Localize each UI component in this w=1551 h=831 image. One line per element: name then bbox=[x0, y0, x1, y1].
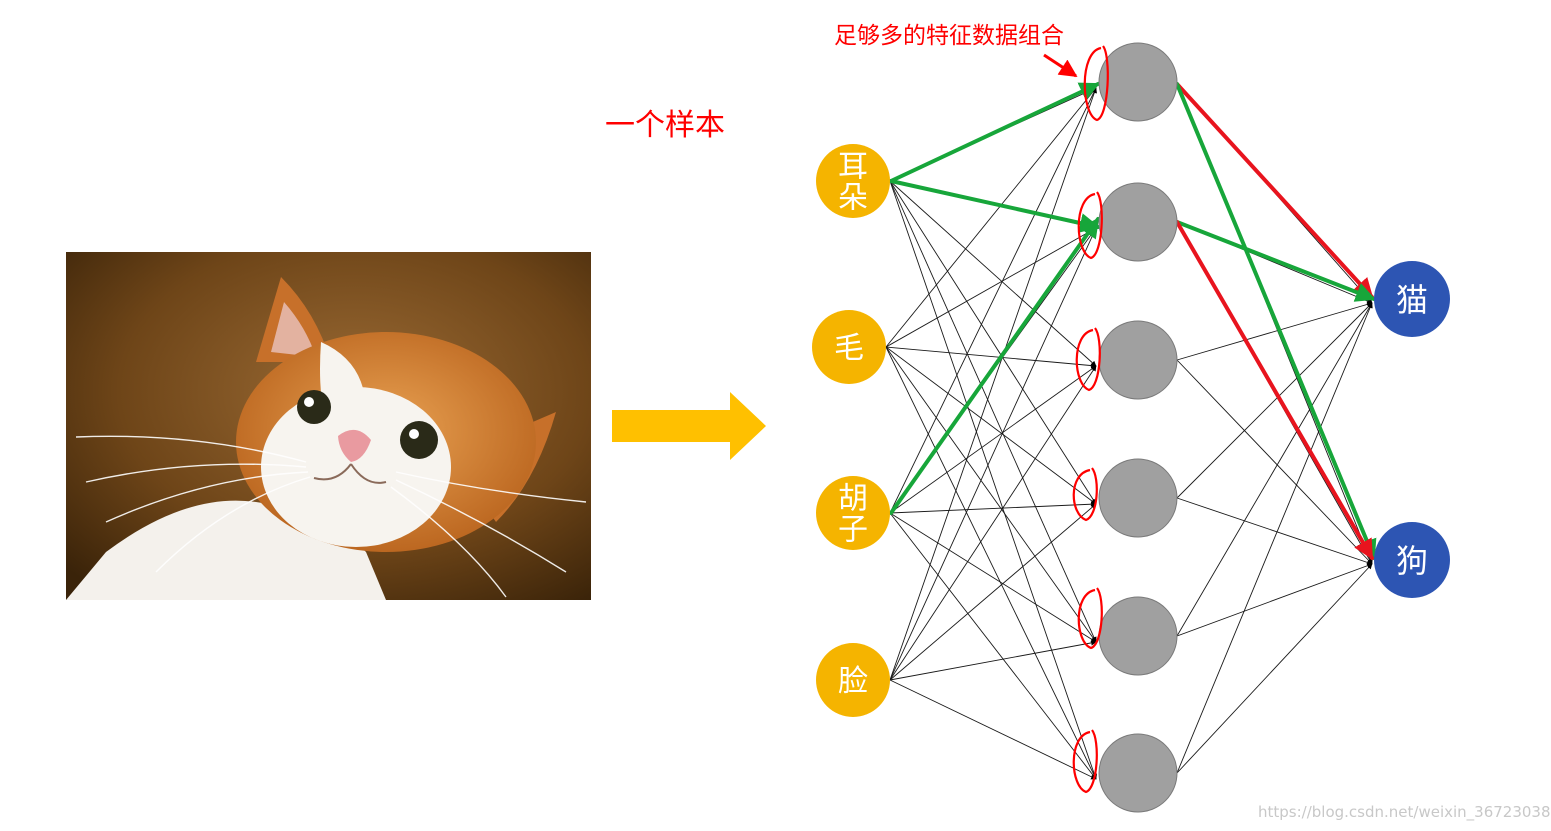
edge-input-2-hidden-5 bbox=[889, 512, 1097, 780]
red-circle-mark-4 bbox=[1077, 587, 1103, 650]
input-node-label: 脸 bbox=[838, 664, 868, 699]
input-node-label: 胡 bbox=[838, 482, 868, 517]
edge-input-3-hidden-0 bbox=[889, 87, 1097, 681]
edge-hidden-1-to-cat bbox=[1175, 82, 1374, 299]
edge-whisker-to-hidden-2 bbox=[889, 217, 1100, 515]
edge-hidden-4-output-0 bbox=[1176, 302, 1373, 637]
annotation-pointer-arrow bbox=[1043, 53, 1078, 78]
edge-hidden-3-output-1 bbox=[1176, 497, 1373, 565]
edge-hidden-2-to-cat bbox=[1175, 220, 1376, 302]
edge-input-0-hidden-5 bbox=[889, 180, 1097, 780]
edge-input-3-hidden-5 bbox=[889, 679, 1097, 780]
red-circle-mark-3 bbox=[1072, 467, 1098, 522]
hidden-node-3 bbox=[1098, 458, 1178, 538]
edge-input-2-hidden-0 bbox=[889, 87, 1097, 514]
edge-input-1-hidden-3 bbox=[885, 346, 1097, 505]
edge-hidden-5-output-1 bbox=[1176, 563, 1373, 774]
edge-input-0-hidden-3 bbox=[889, 180, 1097, 505]
input-node-label: 朵 bbox=[838, 181, 868, 216]
output-node-label: 猫 bbox=[1396, 281, 1428, 319]
edge-hidden-5-output-0 bbox=[1176, 302, 1373, 774]
edge-hidden-2-to-dog bbox=[1175, 220, 1374, 560]
edge-input-0-hidden-4 bbox=[889, 180, 1097, 643]
edge-hidden-2-output-0 bbox=[1176, 301, 1373, 361]
cat-photo bbox=[66, 252, 591, 600]
input-node-label: 耳 bbox=[838, 150, 868, 185]
hidden-node-5 bbox=[1098, 733, 1178, 813]
output-node-label: 狗 bbox=[1396, 542, 1428, 580]
red-circle-mark-5 bbox=[1072, 729, 1098, 794]
sample-label: 一个样本 bbox=[605, 108, 725, 143]
edge-input-2-hidden-4 bbox=[889, 512, 1097, 643]
red-circle-mark-1 bbox=[1077, 191, 1103, 260]
input-node-0 bbox=[816, 144, 890, 218]
input-node-label: 毛 bbox=[834, 331, 864, 366]
edge-input-2-hidden-2 bbox=[889, 365, 1097, 514]
edge-input-3-hidden-3 bbox=[889, 503, 1097, 681]
red-circle-mark-2 bbox=[1075, 327, 1101, 392]
input-node-2 bbox=[816, 476, 890, 550]
input-node-1 bbox=[812, 310, 886, 384]
red-circle-annotations bbox=[1043, 45, 1109, 794]
cat-illustration bbox=[66, 252, 591, 600]
output-node-1 bbox=[1374, 522, 1450, 598]
red-circle-mark-0 bbox=[1083, 45, 1109, 122]
input-node-3 bbox=[816, 643, 890, 717]
edge-input-1-hidden-2 bbox=[885, 346, 1097, 369]
edge-input-0-hidden-2 bbox=[889, 180, 1097, 367]
highlighted-connections bbox=[889, 82, 1377, 560]
hidden-node-4 bbox=[1098, 596, 1178, 676]
edge-input-2-hidden-3 bbox=[889, 501, 1097, 514]
edge-hidden-4-output-1 bbox=[1176, 563, 1373, 637]
hidden-node-2 bbox=[1098, 320, 1178, 400]
hidden-node-1 bbox=[1098, 182, 1178, 262]
edge-input-1-hidden-4 bbox=[885, 346, 1097, 643]
edge-input-1-hidden-0 bbox=[885, 87, 1097, 348]
edge-input-1-hidden-5 bbox=[885, 346, 1097, 780]
hidden-node-0 bbox=[1098, 42, 1178, 122]
edge-input-3-hidden-4 bbox=[889, 640, 1097, 681]
edge-input-3-hidden-2 bbox=[889, 365, 1097, 681]
output-node-0 bbox=[1374, 261, 1450, 337]
input-node-label: 子 bbox=[838, 513, 868, 548]
edge-hidden-1-to-dog bbox=[1175, 82, 1377, 560]
edge-hidden-3-output-0 bbox=[1176, 302, 1373, 499]
edge-ear-to-hidden-2 bbox=[889, 179, 1100, 233]
edge-input-3-hidden-1 bbox=[889, 227, 1097, 681]
watermark: https://blog.csdn.net/weixin_36723038 bbox=[1258, 803, 1551, 821]
feature-combination-annotation: 足够多的特征数据组合 bbox=[834, 23, 1064, 49]
right-arrow-icon bbox=[612, 392, 766, 460]
edge-input-1-hidden-1 bbox=[885, 227, 1097, 348]
edge-hidden-2-output-1 bbox=[1176, 359, 1373, 565]
edge-ear-to-hidden-1 bbox=[889, 82, 1100, 183]
